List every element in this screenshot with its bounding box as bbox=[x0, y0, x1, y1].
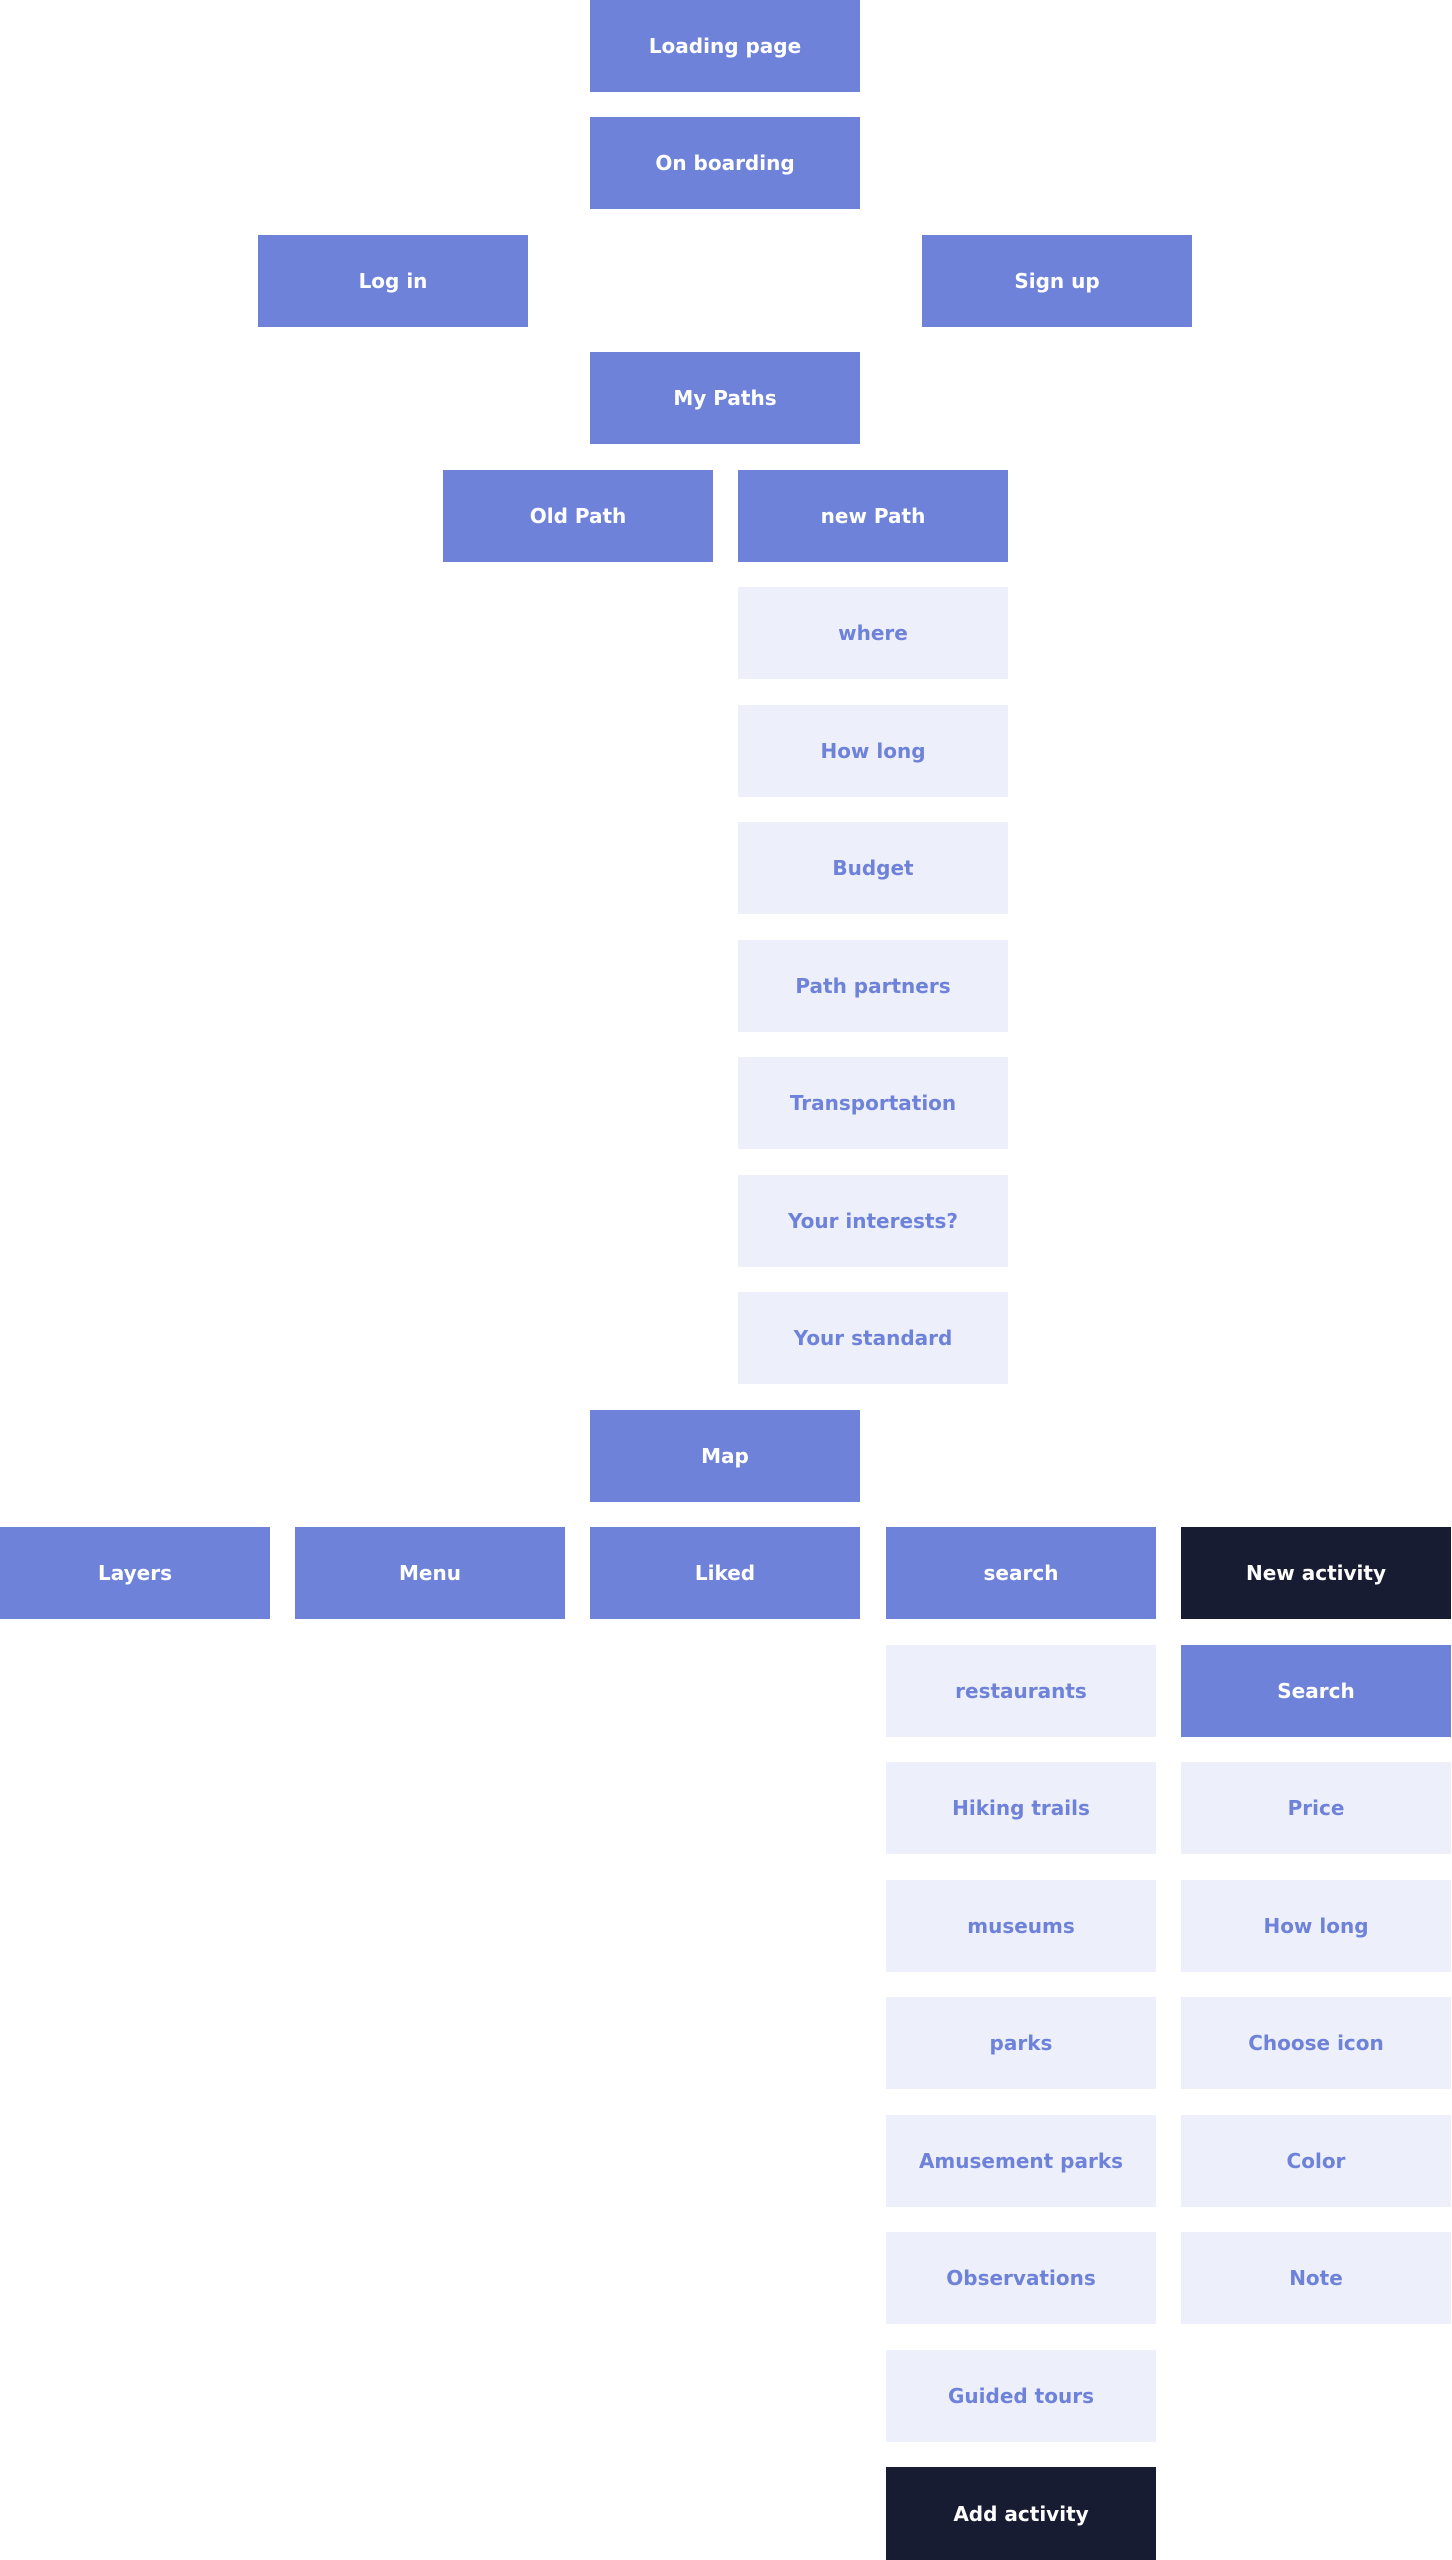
node-log-in[interactable]: Log in bbox=[258, 235, 528, 327]
field-choose-icon[interactable]: Choose icon bbox=[1181, 1997, 1451, 2089]
field-note[interactable]: Note bbox=[1181, 2232, 1451, 2324]
field-color[interactable]: Color bbox=[1181, 2115, 1451, 2207]
node-search[interactable]: search bbox=[886, 1527, 1156, 1619]
node-sign-up[interactable]: Sign up bbox=[922, 235, 1192, 327]
node-add-activity[interactable]: Add activity bbox=[886, 2467, 1156, 2560]
node-menu[interactable]: Menu bbox=[295, 1527, 565, 1619]
node-new-activity-search[interactable]: Search bbox=[1181, 1645, 1451, 1737]
step-your-interests[interactable]: Your interests? bbox=[738, 1175, 1008, 1267]
field-price[interactable]: Price bbox=[1181, 1762, 1451, 1854]
node-old-path[interactable]: Old Path bbox=[443, 470, 713, 562]
search-parks[interactable]: parks bbox=[886, 1997, 1156, 2089]
step-budget[interactable]: Budget bbox=[738, 822, 1008, 914]
node-new-path[interactable]: new Path bbox=[738, 470, 1008, 562]
search-amusement-parks[interactable]: Amusement parks bbox=[886, 2115, 1156, 2207]
step-path-partners[interactable]: Path partners bbox=[738, 940, 1008, 1032]
node-map[interactable]: Map bbox=[590, 1410, 860, 1502]
search-restaurants[interactable]: restaurants bbox=[886, 1645, 1156, 1737]
step-where[interactable]: where bbox=[738, 587, 1008, 679]
search-hiking-trails[interactable]: Hiking trails bbox=[886, 1762, 1156, 1854]
node-loading-page[interactable]: Loading page bbox=[590, 0, 860, 92]
step-your-standard[interactable]: Your standard bbox=[738, 1292, 1008, 1384]
search-museums[interactable]: museums bbox=[886, 1880, 1156, 1972]
step-how-long[interactable]: How long bbox=[738, 705, 1008, 797]
node-on-boarding[interactable]: On boarding bbox=[590, 117, 860, 209]
node-layers[interactable]: Layers bbox=[0, 1527, 270, 1619]
node-my-paths[interactable]: My Paths bbox=[590, 352, 860, 444]
node-new-activity[interactable]: New activity bbox=[1181, 1527, 1451, 1619]
step-transportation[interactable]: Transportation bbox=[738, 1057, 1008, 1149]
node-liked[interactable]: Liked bbox=[590, 1527, 860, 1619]
search-guided-tours[interactable]: Guided tours bbox=[886, 2350, 1156, 2442]
search-observations[interactable]: Observations bbox=[886, 2232, 1156, 2324]
field-how-long[interactable]: How long bbox=[1181, 1880, 1451, 1972]
